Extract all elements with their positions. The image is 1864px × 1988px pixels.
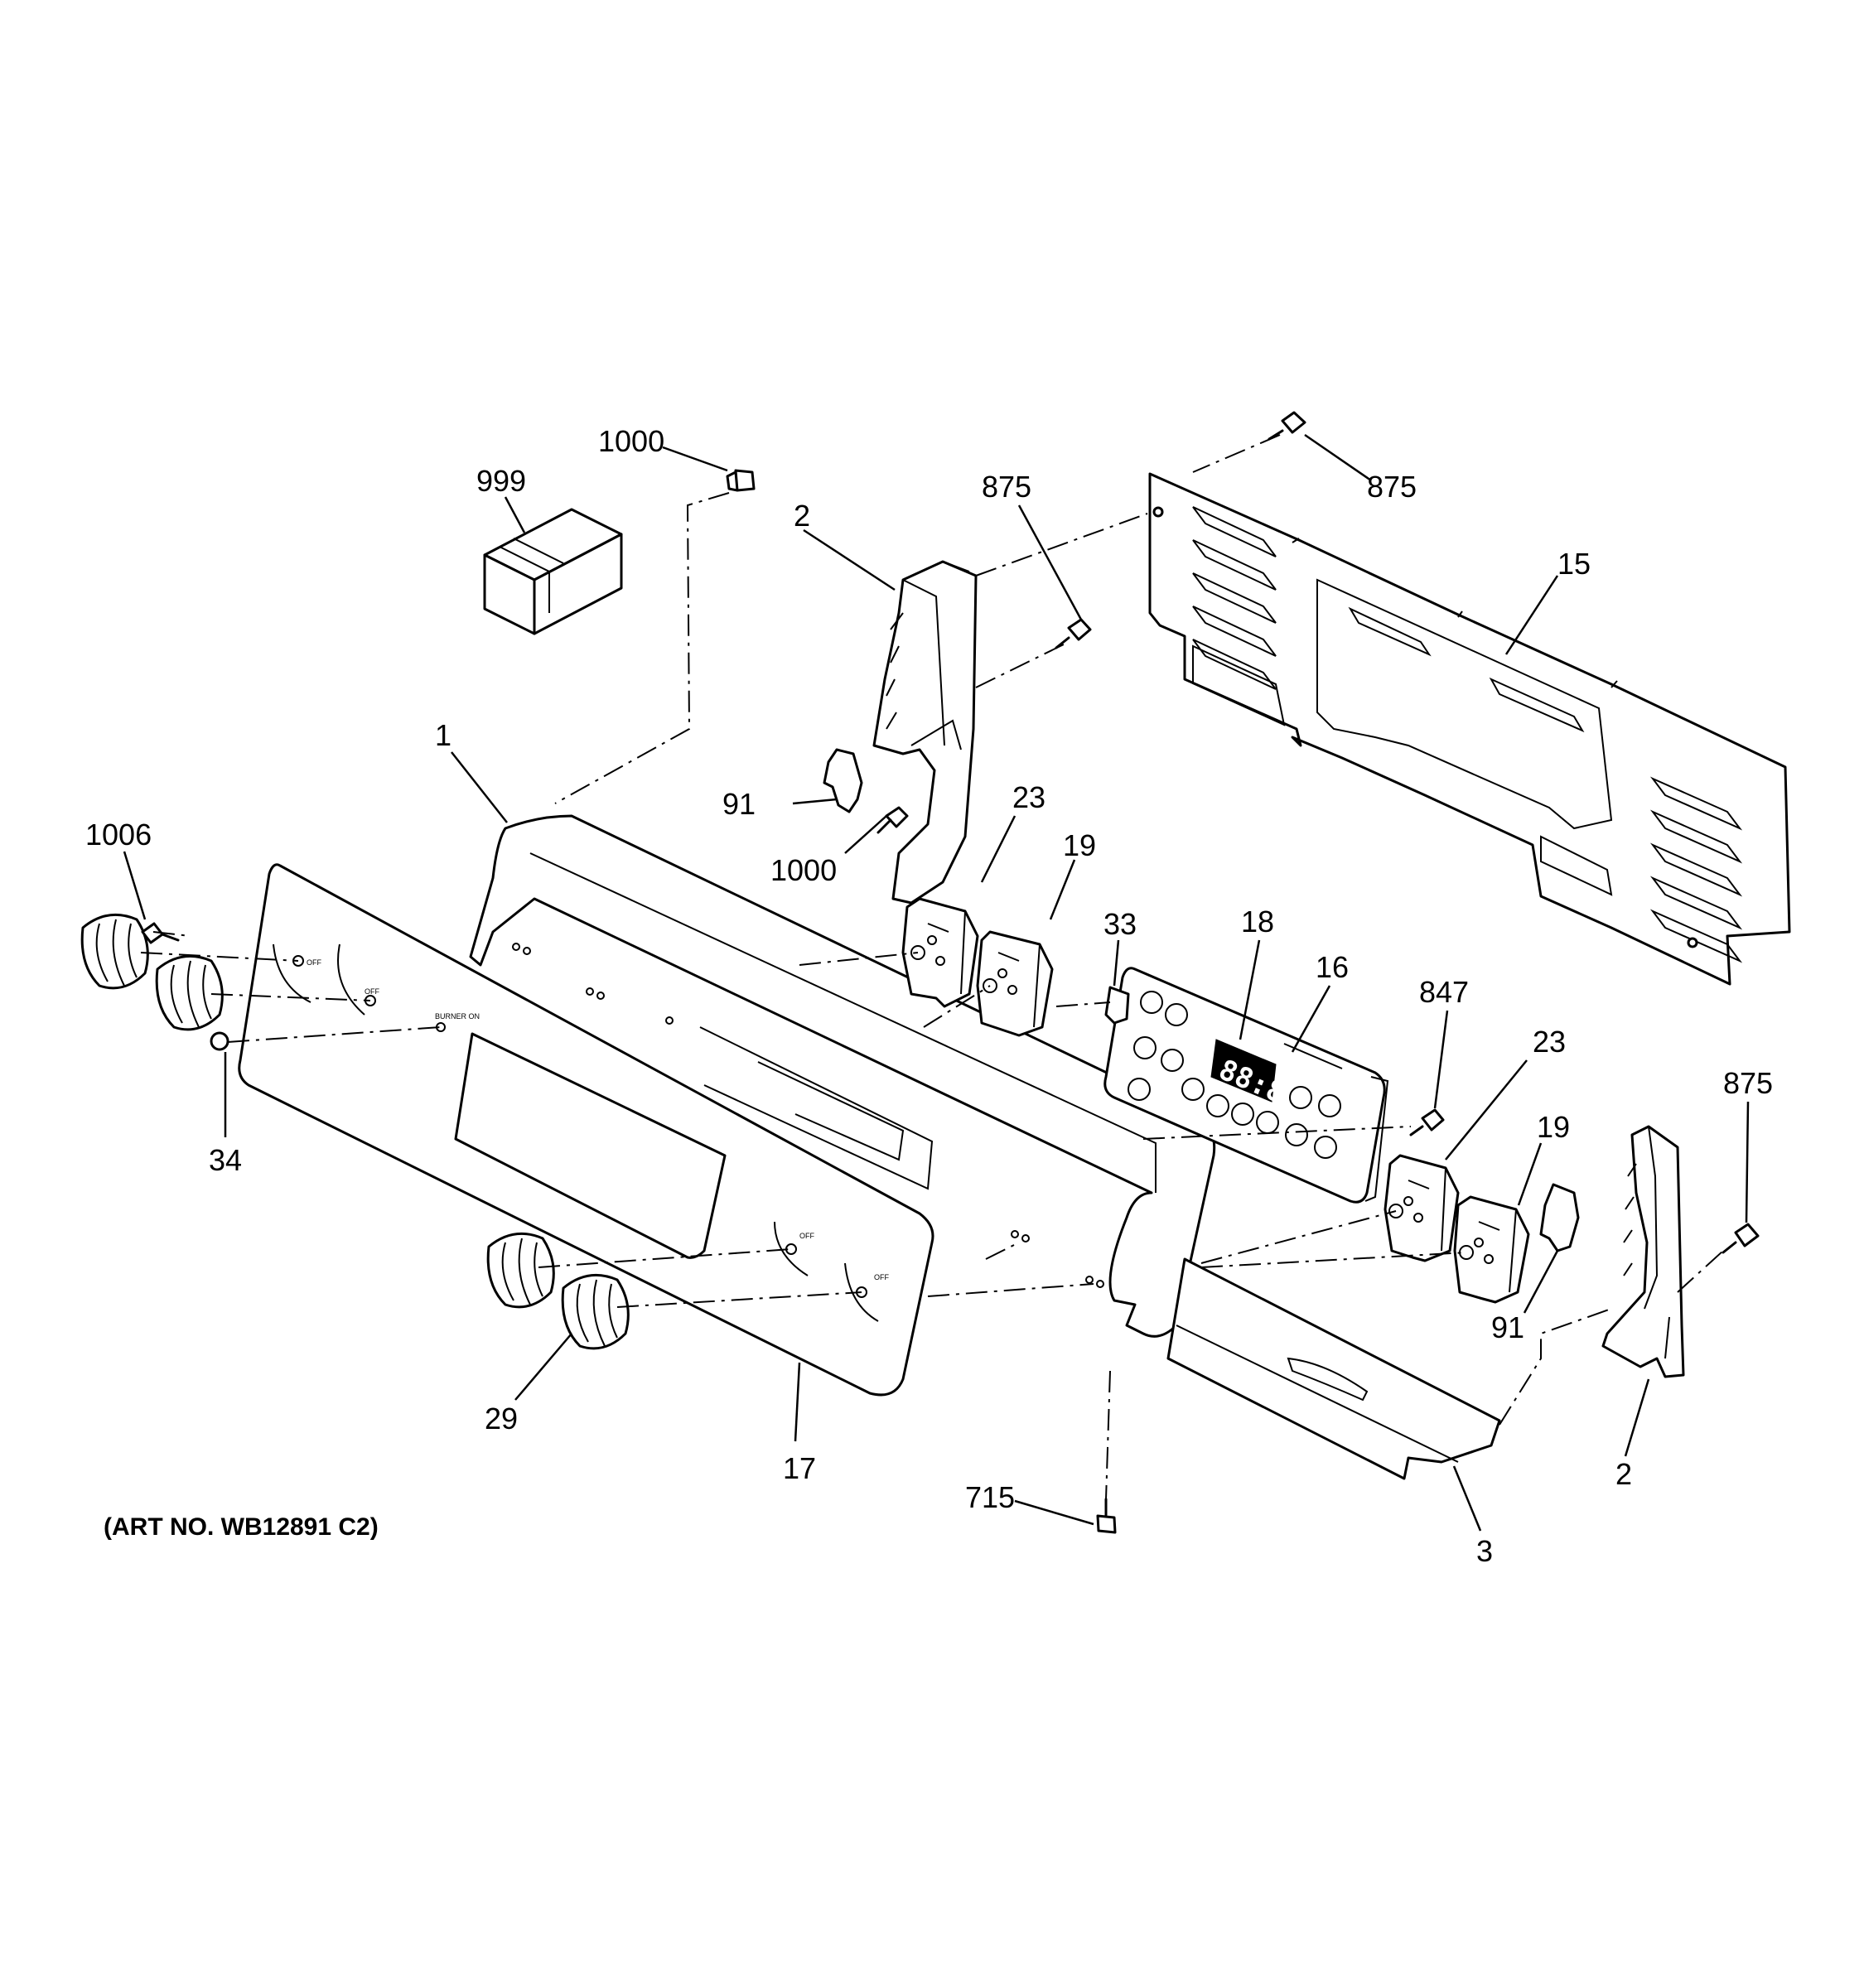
callout-33: 33 [1103,907,1137,941]
screw-847 [1409,1108,1445,1136]
part-91-clip-left [823,748,863,813]
screw-875-b [1268,411,1306,441]
callout-16: 16 [1316,950,1349,984]
assembly-lines [140,434,1724,1500]
part-23-switch-left [901,897,979,1008]
part-999-box [483,508,623,635]
callout-3: 3 [1476,1534,1493,1568]
callout-875-c: 875 [1723,1066,1773,1100]
part-2-left-bracket [872,560,978,905]
callout-labels: 1000 999 875 875 2 15 1 91 1000 23 19 10… [85,424,1773,1568]
svg-text:OFF: OFF [874,1273,889,1281]
screw-1000-top [726,469,756,492]
callout-1006: 1006 [85,818,152,852]
callout-19-left: 19 [1063,828,1096,862]
part-33-connector [1104,986,1130,1025]
vent-slots-left [1192,506,1277,690]
svg-text:BURNER ON: BURNER ON [435,1012,480,1021]
callout-29: 29 [485,1402,518,1436]
knob-3 [486,1232,555,1309]
callout-34: 34 [209,1143,242,1177]
svg-text:OFF: OFF [365,987,379,996]
part-15-rear-panel [1148,472,1791,986]
part-19-switch-right [1453,1195,1530,1304]
callout-18: 18 [1241,905,1274,939]
callout-91-right: 91 [1491,1310,1524,1344]
callout-19-right: 19 [1537,1110,1570,1144]
art-number: (ART NO. WB12891 C2) [104,1513,379,1541]
callout-875-b: 875 [1367,470,1417,504]
part-19-switch-left [976,930,1054,1037]
callout-875-a: 875 [982,470,1031,504]
part-16-electronic-control: 88:88 [1103,967,1389,1204]
callout-847: 847 [1419,975,1469,1009]
part-23-switch-right [1384,1154,1460,1262]
screw-715 [1096,1498,1117,1534]
vent-slots-right [1649,776,1743,963]
callout-715: 715 [965,1480,1015,1514]
callout-999: 999 [476,464,526,498]
callout-23-left: 23 [1012,780,1045,814]
callout-91-left: 91 [722,787,756,821]
control-keys [1128,991,1341,1159]
callout-2-left: 2 [794,499,810,533]
callout-1000-mid: 1000 [770,853,837,887]
screw-875-a [1055,618,1092,649]
part-34-indicator-light [210,1031,229,1051]
screw-1000-mid [876,806,909,834]
part-29-knobs [80,913,630,1350]
svg-text:OFF: OFF [799,1232,814,1240]
part-17-control-panel: OFF OFF OFF OFF BURNER ON [238,863,934,1397]
callout-1: 1 [435,718,452,752]
callout-23-right: 23 [1533,1025,1566,1059]
part-3-trim [1166,1257,1501,1480]
callout-17: 17 [783,1451,816,1485]
backguard-screw-holes [512,943,1104,1288]
callout-15: 15 [1557,547,1591,581]
leader-lines [123,433,1750,1532]
callout-1000-top: 1000 [598,424,664,458]
knob-4 [561,1273,630,1350]
knob-1 [80,913,149,990]
vent-slots-mid [1348,606,1585,733]
screw-875-c [1722,1223,1760,1254]
part-91-clip-right [1539,1183,1580,1252]
knob-2 [155,954,224,1031]
part-2-right-bracket [1601,1125,1685,1378]
svg-text:OFF: OFF [307,958,321,967]
callout-2-right: 2 [1615,1457,1632,1491]
